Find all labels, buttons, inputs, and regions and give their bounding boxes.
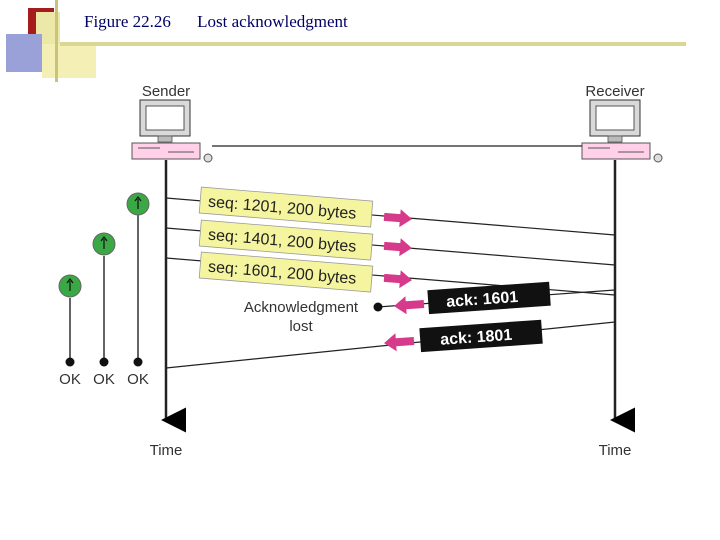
ack-label-1: ack: 1601 (427, 281, 551, 315)
ack-arrow-2 (384, 333, 415, 352)
ok-label-2: OK (93, 371, 115, 388)
segment-arrow-1 (383, 209, 412, 228)
deco-yellow-square (42, 44, 96, 78)
ack-text-1: ack: 1601 (446, 289, 519, 311)
segment-label-1: seq: 1201, 200 bytes (198, 186, 374, 228)
ack-text-2: ack: 1801 (440, 327, 513, 349)
figure-title: Lost acknowledgment (197, 12, 348, 31)
timer-3 (126, 192, 150, 367)
ack-label-2: ack: 1801 (419, 319, 543, 353)
ack-arrow-1 (394, 296, 425, 315)
segment-arrow-3 (383, 270, 412, 289)
slide-title: Figure 22.26 Lost acknowledgment (84, 12, 348, 32)
receiver-computer-icon (581, 99, 663, 163)
deco-vertical-line (55, 0, 58, 82)
sender-label: Sender (142, 83, 190, 100)
ok-label-3: OK (127, 371, 149, 388)
lost-note-line2: lost (289, 318, 313, 335)
sender-computer-icon (131, 99, 213, 163)
sender-time-label: Time (150, 442, 183, 459)
title-rule (60, 42, 686, 46)
figure-number: Figure 22.26 (84, 12, 171, 31)
receiver-label: Receiver (585, 83, 644, 100)
timer-1 (58, 274, 82, 367)
segment-arrow-2 (383, 238, 412, 257)
lost-note-line1: Acknowledgment (244, 299, 359, 316)
deco-blue-square (6, 34, 42, 72)
timer-2 (92, 232, 116, 367)
ack-lost-point (373, 302, 383, 312)
ok-label-1: OK (59, 371, 81, 388)
receiver-time-label: Time (599, 442, 632, 459)
